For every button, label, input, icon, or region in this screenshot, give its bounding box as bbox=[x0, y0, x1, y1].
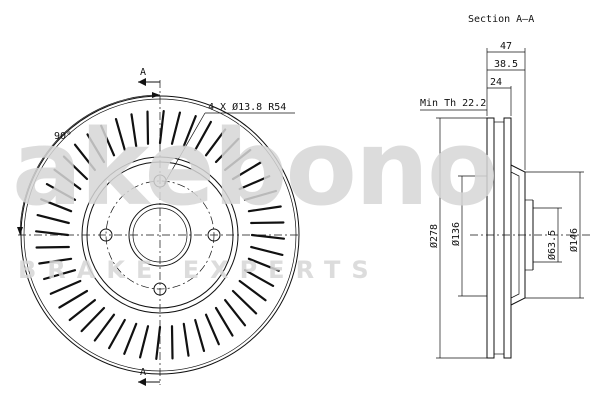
section-marker-top: A bbox=[140, 67, 146, 78]
vent-slot bbox=[250, 221, 285, 225]
vent-slot bbox=[231, 289, 258, 315]
vent-slot bbox=[194, 318, 206, 352]
bolt-hole bbox=[207, 228, 221, 242]
vent-slot bbox=[49, 279, 82, 295]
vent-slot bbox=[139, 325, 150, 359]
vent-slot bbox=[243, 269, 275, 287]
disc-section-profile bbox=[470, 117, 590, 359]
section-marker-bottom: A bbox=[140, 367, 146, 378]
watermark-tagline: BRAKE EXPERTS bbox=[18, 256, 380, 284]
min-thickness-label: Min Th 22.2 bbox=[420, 98, 486, 109]
vent-slot bbox=[170, 111, 181, 145]
vent-slot bbox=[231, 161, 262, 181]
section-view: Section A–A 47 38.5 24 bbox=[420, 14, 590, 359]
horizontal-dimensions: 47 38.5 24 Min Th 22.2 bbox=[420, 41, 526, 170]
dim-278: Ø278 bbox=[428, 224, 440, 248]
dim-136: Ø136 bbox=[450, 222, 462, 246]
vent-slot bbox=[182, 115, 197, 148]
vent-slot bbox=[40, 198, 73, 213]
vent-slot bbox=[250, 245, 284, 256]
section-arrow-bottom bbox=[138, 378, 146, 386]
vent-slot bbox=[247, 257, 280, 272]
vent-slot bbox=[34, 230, 70, 237]
vent-slot bbox=[35, 245, 70, 249]
vent-slot bbox=[247, 205, 282, 213]
vent-slot bbox=[214, 137, 240, 164]
vent-slot bbox=[123, 322, 138, 355]
angle-arc-arrow-left bbox=[17, 227, 23, 235]
vent-slot bbox=[53, 168, 82, 191]
plate-inboard bbox=[503, 117, 512, 359]
vertical-dimensions: Ø278 Ø136 Ø63.5 Ø146 bbox=[428, 117, 584, 359]
dim-38-5: 38.5 bbox=[494, 59, 518, 70]
vent-slot bbox=[224, 299, 247, 327]
vent-slot bbox=[182, 322, 190, 357]
watermark: akebono BRAKE EXPERTS bbox=[12, 107, 498, 284]
vent-slot bbox=[93, 313, 116, 342]
vent-slot bbox=[158, 109, 165, 145]
angle-label: 90° bbox=[54, 131, 72, 142]
vent-slot bbox=[42, 269, 77, 281]
vent-slot bbox=[130, 113, 138, 148]
holes-leader bbox=[163, 112, 206, 185]
dim-146: Ø146 bbox=[568, 228, 580, 252]
watermark-brand: akebono bbox=[12, 107, 496, 229]
vent-slot bbox=[58, 289, 89, 309]
vent-slot bbox=[194, 120, 212, 152]
dim-24: 24 bbox=[490, 77, 502, 88]
vent-slot bbox=[250, 233, 285, 240]
vent-slot bbox=[204, 313, 220, 346]
angle-arc-arrow-top bbox=[152, 92, 160, 98]
vent-slot bbox=[68, 299, 97, 322]
vent-slot bbox=[243, 189, 277, 201]
vent-slot bbox=[86, 133, 106, 164]
vent-slot bbox=[238, 175, 271, 191]
holes-label: 4 X Ø13.8 R54 bbox=[208, 101, 286, 113]
vent-slot bbox=[224, 148, 252, 171]
vent-slot bbox=[238, 279, 267, 302]
section-title: Section A–A bbox=[468, 14, 534, 25]
vent-slot bbox=[155, 325, 162, 360]
vent-slot bbox=[100, 124, 116, 157]
vent-slot bbox=[73, 143, 97, 171]
vent-slot bbox=[45, 183, 77, 201]
angle-arc bbox=[19, 94, 161, 236]
section-arrow-top bbox=[138, 78, 146, 86]
vent-slot bbox=[80, 306, 106, 333]
dim-63-5: Ø63.5 bbox=[546, 230, 558, 260]
vent-slot bbox=[146, 110, 150, 145]
vent-slot bbox=[114, 117, 126, 152]
plate-outboard bbox=[486, 117, 495, 359]
vent-slot bbox=[107, 318, 126, 350]
vent-slot bbox=[214, 306, 234, 337]
vent-slot bbox=[36, 214, 70, 225]
vent-slot bbox=[204, 128, 227, 157]
vent-slot bbox=[38, 257, 73, 265]
dim-47: 47 bbox=[500, 41, 512, 52]
vent-slot bbox=[170, 325, 174, 360]
ventilation-slots bbox=[34, 109, 285, 360]
front-view: 90° A A 4 X Ø13.8 R54 bbox=[17, 67, 300, 386]
vent-slot bbox=[62, 155, 89, 181]
